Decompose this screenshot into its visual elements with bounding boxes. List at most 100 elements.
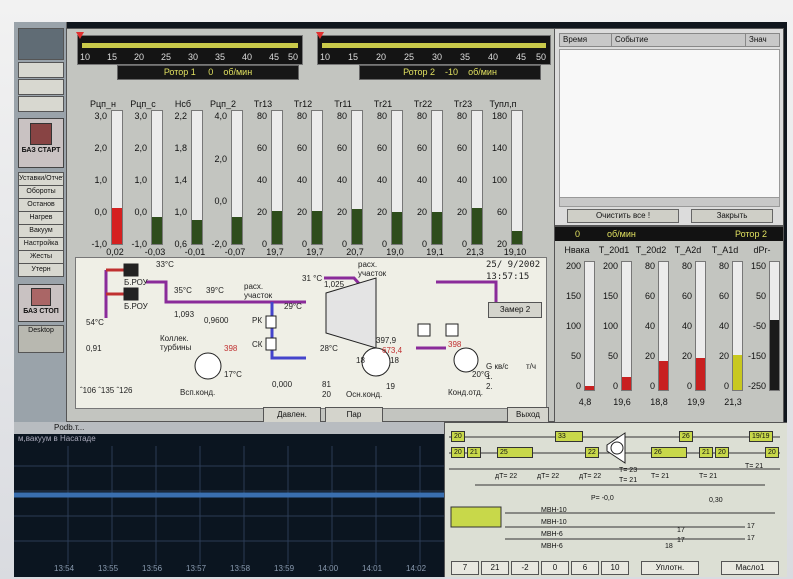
label-v09600: 0,9600 <box>204 316 229 325</box>
status-value[interactable]: 0 <box>541 561 569 575</box>
mimic-box[interactable]: 20 <box>451 447 465 458</box>
menu-item-heating[interactable]: Нагрев <box>18 211 64 225</box>
mimic-box[interactable]: 21 <box>699 447 713 458</box>
gauge-tick: 80 <box>296 111 307 121</box>
rotor1-readout: Ротор 1 0 об/мин <box>117 65 299 80</box>
uplot-button[interactable]: Уплотн. <box>641 561 699 575</box>
close-button[interactable]: Закрыть <box>691 209 773 223</box>
menu-item-other[interactable]: Утерн <box>18 263 64 277</box>
tool-icon[interactable] <box>18 96 64 112</box>
menu-item-gestures[interactable]: Жесты <box>18 250 64 264</box>
mimic-box[interactable]: 19/19 <box>749 431 773 442</box>
right-gauge-title: T_20d2 <box>635 245 667 255</box>
stop-button[interactable]: БАЗ СТОП <box>18 284 64 322</box>
trend-time-label: 13:59 <box>274 564 295 573</box>
menu-item-speed[interactable]: Обороты <box>18 185 64 199</box>
col-event-header[interactable]: Событие <box>611 33 746 47</box>
right-gauge-tick: 20 <box>681 351 692 361</box>
valve-rou2-icon <box>123 287 139 301</box>
main-condenser-icon <box>361 347 391 377</box>
mimic-label: Т= 21 <box>619 477 638 484</box>
label-n18b: 18 <box>390 356 399 365</box>
gauge-tick: 0,6 <box>174 239 187 249</box>
label-rou1: Б.РОУ <box>124 278 148 287</box>
clear-all-button[interactable]: Очистить все ! <box>567 209 679 223</box>
desktop-button[interactable]: Desktop <box>18 325 64 353</box>
right-gauge-tick: 40 <box>681 321 692 331</box>
mimic-box[interactable]: 25 <box>497 447 533 458</box>
mimic-box[interactable]: 20 <box>715 447 729 458</box>
right-gauge-fill <box>622 377 631 390</box>
status-value[interactable]: 10 <box>601 561 629 575</box>
right-gauge-title: T_A2d <box>674 245 702 255</box>
gauge-tick: 40 <box>456 175 467 185</box>
status-value[interactable]: 7 <box>451 561 479 575</box>
menu-item-reports[interactable]: Уставки/Отчеты <box>18 172 64 186</box>
panel-icon[interactable] <box>18 79 64 95</box>
trend-time-label: 14:02 <box>406 564 427 573</box>
label-n19: 19 <box>386 382 395 391</box>
gauge-tick: 60 <box>336 143 347 153</box>
mimic-box[interactable]: 22 <box>585 447 599 458</box>
status-value[interactable]: 21 <box>481 561 509 575</box>
menu-item-settings[interactable]: Настройка <box>18 237 64 251</box>
status-value[interactable]: 6 <box>571 561 599 575</box>
zamer-button[interactable]: Замер 2 <box>488 302 542 318</box>
gauge-value: 19,10 <box>503 247 527 257</box>
gauge-tick: 40 <box>256 175 267 185</box>
mimic-box[interactable]: 20 <box>765 447 779 458</box>
mimic-box[interactable]: 21 <box>467 447 481 458</box>
right-gauge-tick: 60 <box>681 291 692 301</box>
event-scrollbar[interactable] <box>559 197 780 207</box>
right-gauge-tick: 50 <box>570 351 581 361</box>
rotor2-tick: 25 <box>404 52 415 62</box>
label-rask1: расх. участок <box>244 282 273 300</box>
clock-icon[interactable] <box>18 28 64 60</box>
diagram-time: 13:57:15 <box>486 272 530 282</box>
mimic-box[interactable]: 26 <box>651 447 687 458</box>
rotor2-tick: 20 <box>376 52 387 62</box>
mimic-label: 17 <box>747 535 755 542</box>
right-gauge-title: T_A1d <box>711 245 739 255</box>
rotor1-unit: об/мин <box>223 67 253 77</box>
mimic-box[interactable]: 26 <box>679 431 693 442</box>
start-button[interactable]: БАЗ СТАРТ <box>18 118 64 168</box>
right-gauge-value: 4,8 <box>578 397 592 407</box>
gauge-tick: 1,0 <box>134 175 147 185</box>
trend-tab[interactable]: Podb.т... <box>54 423 85 432</box>
right-gauge-tick: 60 <box>644 291 655 301</box>
rotor2-slider[interactable]: 10 15 20 25 30 35 40 45 50 <box>316 32 551 65</box>
gauge-tick: 20 <box>296 207 307 217</box>
menu-item-vacuum[interactable]: Вакуум <box>18 224 64 238</box>
mimic-box[interactable]: 33 <box>555 431 583 442</box>
diagram-date: 25/ 9/2002 <box>486 260 541 270</box>
exit-button[interactable]: Выход <box>507 407 549 423</box>
steam-button[interactable]: Пар <box>325 407 383 423</box>
col-time-header[interactable]: Время <box>559 33 612 47</box>
right-gauge-fill <box>696 358 705 390</box>
event-list[interactable] <box>559 49 780 199</box>
status-value[interactable]: -2 <box>511 561 539 575</box>
gauge-tick: 0 <box>341 239 347 249</box>
window-icon[interactable] <box>18 62 64 78</box>
oil-button[interactable]: Масло1 <box>721 561 779 575</box>
mimic-label: МВН-6 <box>541 543 563 550</box>
gauge-tick: 1,8 <box>174 143 187 153</box>
rotor2-marker-icon[interactable] <box>316 32 324 39</box>
label-osn: Осн.конд. <box>346 390 383 399</box>
label-t29: 29°С <box>284 302 302 311</box>
right-gauge-tick: 0 <box>723 381 729 391</box>
mimic-box[interactable]: 20 <box>451 431 465 442</box>
gauge-fill <box>112 208 122 244</box>
gauge-tick: 4,0 <box>214 111 227 121</box>
pressure-button[interactable]: Давлен. <box>263 407 321 423</box>
rotor1-marker-icon[interactable] <box>76 32 84 39</box>
rotor1-slider[interactable]: 10 15 20 25 30 35 40 45 50 <box>76 32 303 65</box>
gauge-value: 21,3 <box>466 247 484 257</box>
label-rask2: расх. участок <box>358 260 387 278</box>
gauge-bar <box>471 110 483 245</box>
col-value-header[interactable]: Знач <box>745 33 780 47</box>
menu-item-stop[interactable]: Останов <box>18 198 64 212</box>
gauge-tick: 0,0 <box>214 196 227 206</box>
